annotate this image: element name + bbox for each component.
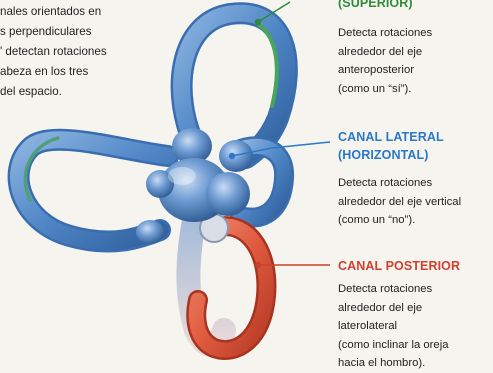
description-line: alrededor del eje bbox=[338, 299, 490, 318]
posterior-canal-heading: CANAL POSTERIOR bbox=[338, 257, 460, 275]
description-line: laterolateral bbox=[338, 317, 490, 336]
heading-line: CANAL LATERAL bbox=[338, 128, 488, 146]
intro-line: s perpendiculares bbox=[0, 22, 150, 42]
intro-line: ' detectan rotaciones bbox=[0, 42, 150, 62]
lateral-canal-heading: CANAL LATERAL (HORIZONTAL) bbox=[338, 128, 488, 164]
superior-canal-heading: (SUPERIOR) bbox=[338, 0, 413, 12]
description-line: Detecta rotaciones bbox=[338, 280, 490, 299]
lateral-leader-dot bbox=[229, 153, 235, 159]
intro-line: del espacio. bbox=[0, 82, 150, 102]
description-line: (como un “sí”). bbox=[338, 80, 488, 99]
heading-line: (HORIZONTAL) bbox=[338, 146, 488, 164]
description-line: alrededor del eje vertical bbox=[338, 193, 493, 212]
description-line: (como un “no”). bbox=[338, 211, 493, 230]
posterior-leader-dot bbox=[255, 262, 261, 268]
description-line: hacia el hombro). bbox=[338, 354, 490, 373]
lateral-canal-description: Detecta rotaciones alrededor del eje ver… bbox=[338, 174, 493, 230]
intro-line: nales orientados en bbox=[0, 2, 150, 22]
description-line: (como inclinar la oreja bbox=[338, 336, 490, 355]
superior-canal-description: Detecta rotaciones alrededor del eje ant… bbox=[338, 24, 488, 98]
description-line: Detecta rotaciones bbox=[338, 24, 488, 43]
description-line: anteroposterior bbox=[338, 61, 488, 80]
description-line: alrededor del eje bbox=[338, 43, 488, 62]
superior-leader-dot bbox=[255, 19, 261, 25]
intro-text: nales orientados en s perpendiculares ' … bbox=[0, 2, 150, 102]
posterior-canal-description: Detecta rotaciones alrededor del eje lat… bbox=[338, 280, 490, 373]
intro-line: abeza en los tres bbox=[0, 62, 150, 82]
description-line: Detecta rotaciones bbox=[338, 174, 493, 193]
